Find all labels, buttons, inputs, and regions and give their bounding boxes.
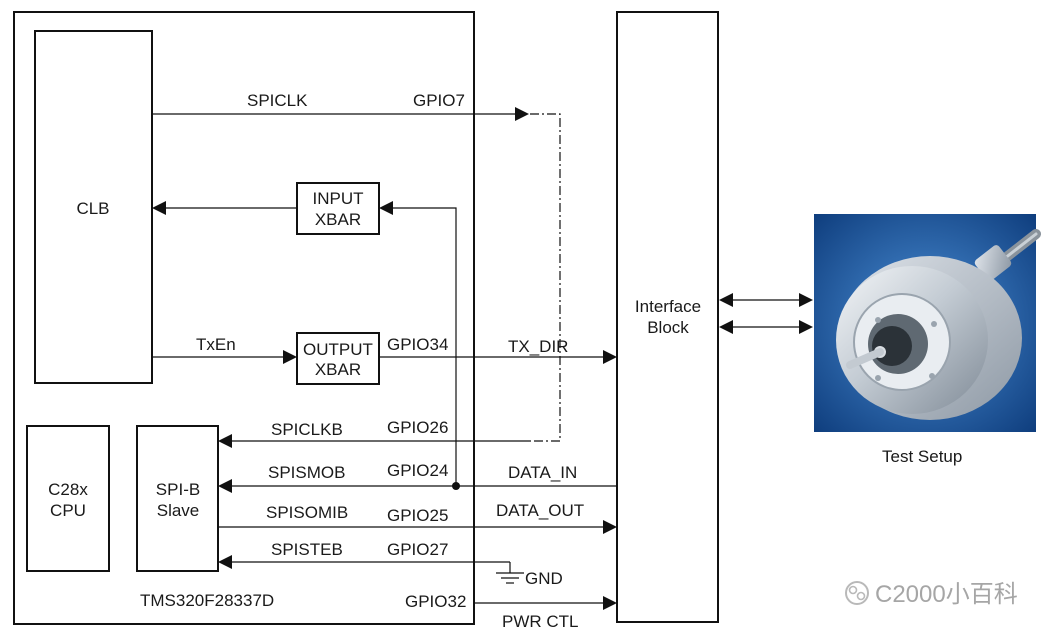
spisomib-label: SPISOMIB [266,503,348,522]
gpio24-label: GPIO24 [387,461,448,480]
pwr-ctl-label: PWR CTL [502,612,579,631]
spi-label-line2: Slave [157,501,200,520]
encoder-link-1-left-arrowhead [719,293,733,307]
clb-label: CLB [76,199,109,218]
spisteb-arrowhead [218,555,232,569]
spiclk-label: SPICLK [247,91,308,110]
test-setup-caption: Test Setup [882,447,962,466]
output-xbar-label-line2: XBAR [315,360,361,379]
output-xbar-block [296,332,380,385]
spiclkb-arrowhead [218,434,232,448]
data-in-label: DATA_IN [508,463,577,482]
cpu-label-line2: CPU [50,501,86,520]
data-in-to-input-xbar-arrowhead [379,201,393,215]
wechat-channel-icon [845,581,869,605]
clb-block [34,30,153,384]
txen-arrowhead [283,350,297,364]
interface-label-line1: Interface [635,297,701,316]
input-xbar-block [296,182,380,235]
txen-label: TxEn [196,335,236,354]
input-xbar-label-line2: XBAR [315,210,361,229]
input-xbar-to-clb-arrowhead [152,201,166,215]
spismob-label: SPISMOB [268,463,345,482]
interface-block [616,11,719,623]
rotary-encoder-photo [814,214,1041,432]
gpio7-label: GPIO7 [413,91,465,110]
data-in-to-input-xbar-wire [392,207,457,486]
data-in-junction-dot [452,482,460,490]
encoder-link-1-right-arrowhead [799,293,813,307]
spisteb-label: SPISTEB [271,540,343,559]
cpu-label-line1: C28x [48,480,88,499]
spiclkb-label: SPICLKB [271,420,343,439]
tx-dir-label: TX_DIR [508,337,568,356]
pwr-ctl-arrowhead [603,596,617,610]
gpio32-label: GPIO32 [405,592,466,611]
data-out-arrowhead [603,520,617,534]
gpio26-label: GPIO26 [387,418,448,437]
encoder-link-2-left-arrowhead [719,320,733,334]
data-out-label: DATA_OUT [496,501,584,520]
spi-slave-block [136,425,219,572]
gpio34-label: GPIO34 [387,335,448,354]
output-xbar-label-line1: OUTPUT [303,340,373,359]
spi-label-line1: SPI-B [156,480,200,499]
spiclk-loopback-wire [530,113,561,442]
tx-dir-arrowhead [603,350,617,364]
encoder-link-2-right-arrowhead [799,320,813,334]
input-xbar-label-line1: INPUT [313,189,364,208]
watermark-text: C2000小百科 [875,581,1018,608]
spiclk-arrowhead [515,107,529,121]
interface-label-line2: Block [647,318,689,337]
gnd-label: GND [525,569,563,588]
gpio27-label: GPIO27 [387,540,448,559]
gpio25-label: GPIO25 [387,506,448,525]
data-in-arrowhead [218,479,232,493]
chip-name-label: TMS320F28337D [140,591,274,610]
cpu-block [26,425,110,572]
